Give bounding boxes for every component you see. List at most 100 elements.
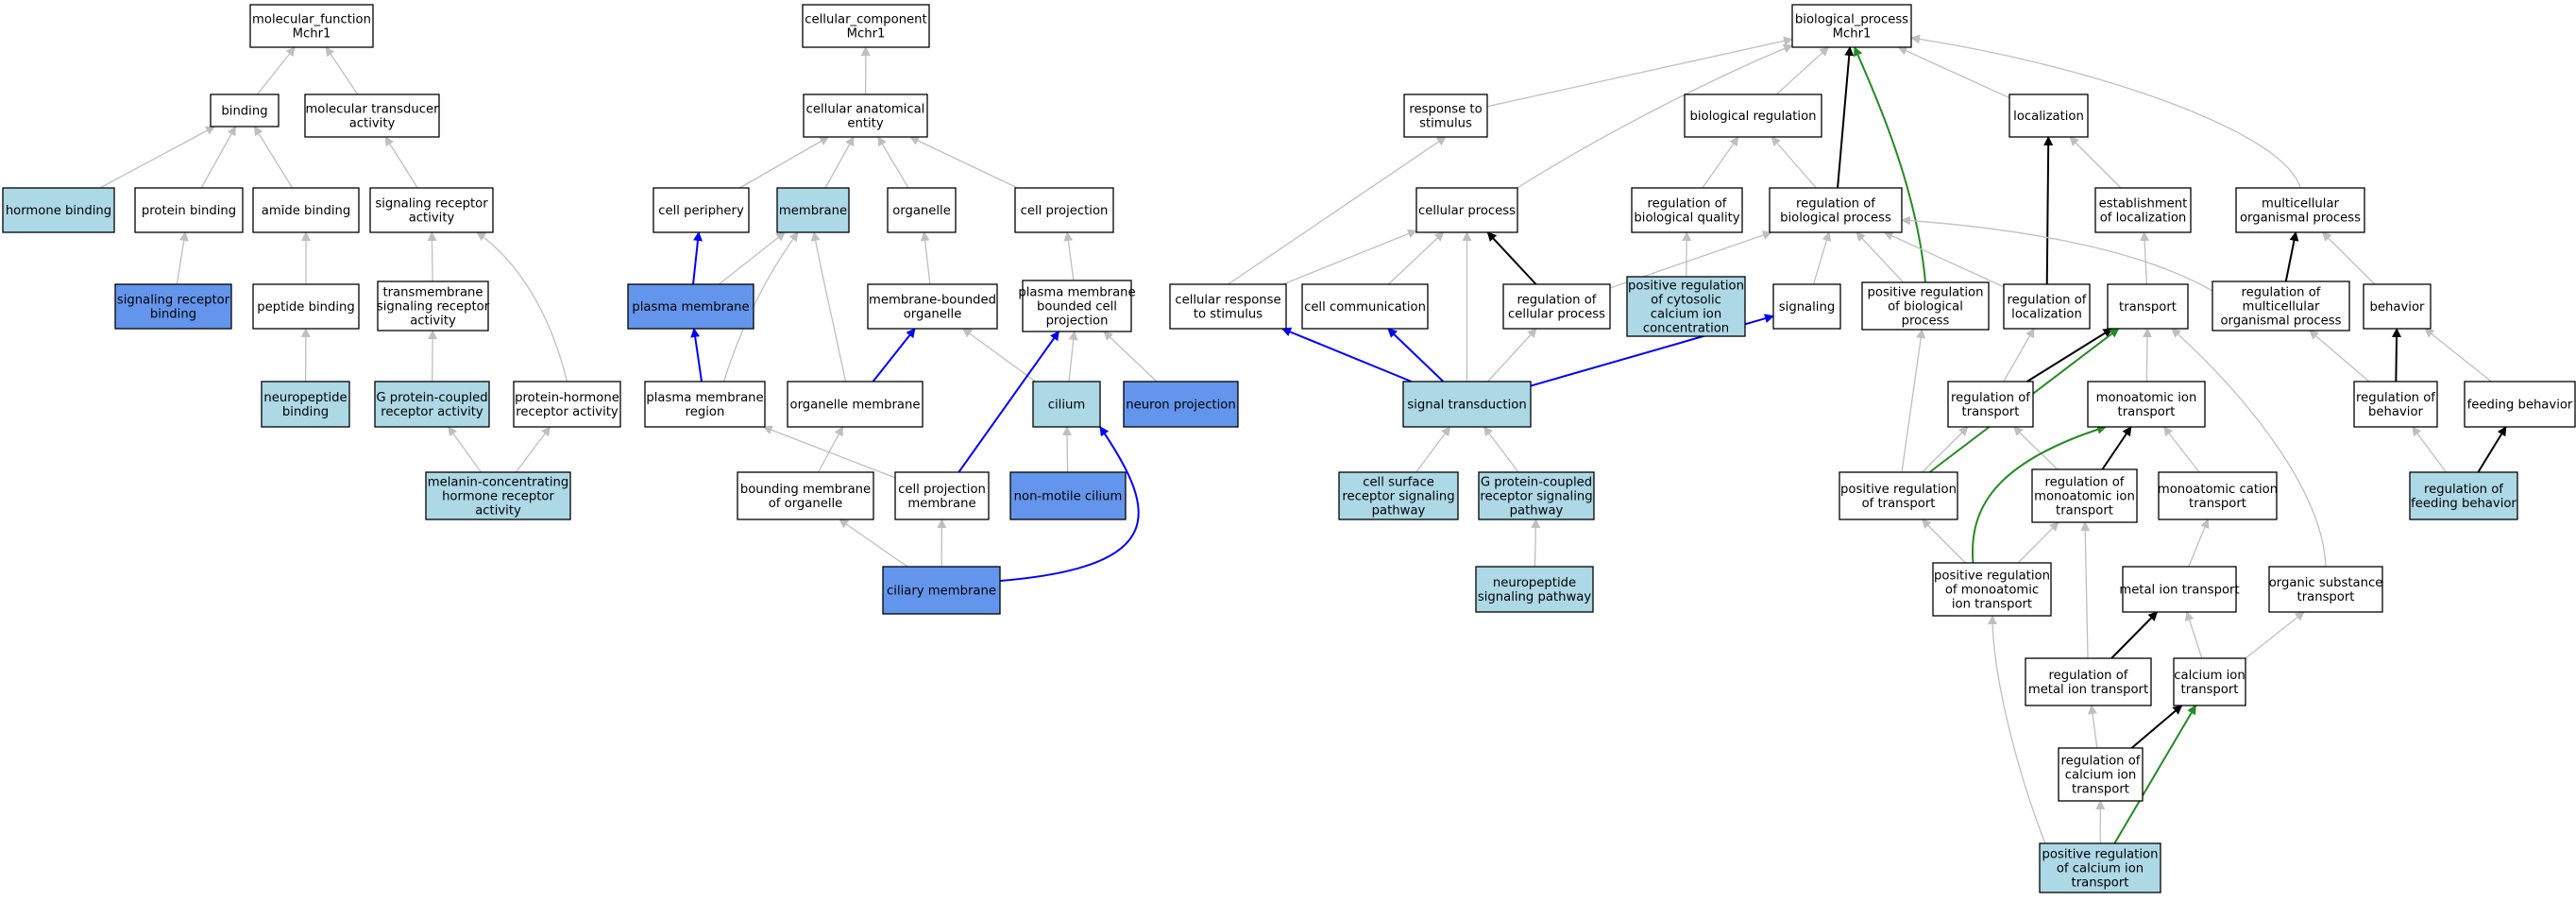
edge-is-a-multi-org-to-bp-root <box>1911 38 2300 188</box>
node-label-line: organelle <box>892 204 951 218</box>
node-label-line: bounding membrane <box>740 483 871 497</box>
node-hormone-binding[interactable]: hormone binding <box>3 188 114 232</box>
node-signal-trans[interactable]: signal transduction <box>1403 382 1531 427</box>
edge-is-a-reg-loc-to-reg-bio-proc <box>1884 232 2004 287</box>
node-bio-reg[interactable]: biological regulation <box>1685 94 1822 137</box>
node-cellular-process[interactable]: cellular process <box>1416 188 1517 232</box>
node-org-membrane[interactable]: organelle membrane <box>788 382 923 427</box>
node-transport[interactable]: transport <box>2108 284 2188 329</box>
node-label-line: melanin-concentrating <box>428 476 568 490</box>
node-label-line: activity <box>349 117 396 131</box>
node-label-line: biological quality <box>1634 212 1739 226</box>
node-label-line: of cytosolic <box>1651 294 1721 308</box>
node-label-line: signaling receptor <box>377 300 490 314</box>
node-membrane[interactable]: membrane <box>777 188 849 232</box>
edge-is-a-reg-bio-proc-to-bio-reg <box>1771 137 1816 188</box>
edge-regulates-reg-bio-proc-to-bp-root <box>1838 47 1850 188</box>
node-label-line: behavior <box>2368 405 2423 419</box>
node-cell-periphery[interactable]: cell periphery <box>653 188 749 232</box>
edge-is-a-behavior-to-multi-org <box>2323 232 2375 284</box>
edge-part-of-signal-trans-to-cell-resp-stim <box>1282 329 1412 382</box>
node-plasma-membrane[interactable]: plasma membrane <box>628 284 754 329</box>
node-feeding-behavior[interactable]: feeding behavior <box>2465 382 2575 427</box>
edge-positively-regulates-pos-reg-bio-proc-to-bp-root <box>1855 47 1925 282</box>
node-signaling[interactable]: signaling <box>1773 284 1840 329</box>
node-label-line: regulation of <box>2356 391 2435 405</box>
node-localization[interactable]: localization <box>2009 94 2088 137</box>
node-organelle[interactable]: organelle <box>888 188 956 232</box>
node-metal-ion-trans[interactable]: metal ion transport <box>2119 567 2239 612</box>
node-label-line: bounded cell <box>1037 300 1117 314</box>
node-binding[interactable]: binding <box>211 94 279 127</box>
node-amide-binding[interactable]: amide binding <box>253 188 359 232</box>
edge-is-a-feeding-behavior-to-behavior <box>2425 329 2491 382</box>
node-label-line: neuron projection <box>1126 399 1235 413</box>
node-protein-binding[interactable]: protein binding <box>135 188 243 232</box>
node-label-line: regulation of <box>2061 755 2141 769</box>
node-behavior[interactable]: behavior <box>2364 284 2431 329</box>
node-cilium[interactable]: cilium <box>1033 382 1100 427</box>
node-ciliary-membrane[interactable]: ciliary membrane <box>883 567 1000 614</box>
node-label-line: positive regulation <box>2042 848 2159 862</box>
edge-is-a-pos-reg-ca-ion-to-pos-reg-mono-ion <box>1992 616 2049 853</box>
edge-is-a-metal-ion-trans-to-mono-cation <box>2189 519 2208 567</box>
node-label-line: of biological <box>1888 300 1963 314</box>
node-cell-comm[interactable]: cell communication <box>1302 284 1428 329</box>
node-label-line: calcium ion <box>1651 308 1721 322</box>
node-peptide-binding[interactable]: peptide binding <box>253 284 359 329</box>
node-label-line: plasma membrane <box>1018 286 1135 300</box>
edge-is-a-mch-rec-to-prot-horm-rec <box>516 427 550 472</box>
edge-is-a-pos-reg-bio-proc-to-reg-bio-proc <box>1856 232 1904 282</box>
node-neuron-proj[interactable]: neuron projection <box>1124 382 1238 427</box>
node-cell-projection[interactable]: cell projection <box>1015 188 1113 232</box>
node-nonmotile-cilium[interactable]: non-motile cilium <box>1010 472 1126 519</box>
node-label-line: transport <box>2072 876 2129 891</box>
node-label-line: establishment <box>2099 197 2188 212</box>
